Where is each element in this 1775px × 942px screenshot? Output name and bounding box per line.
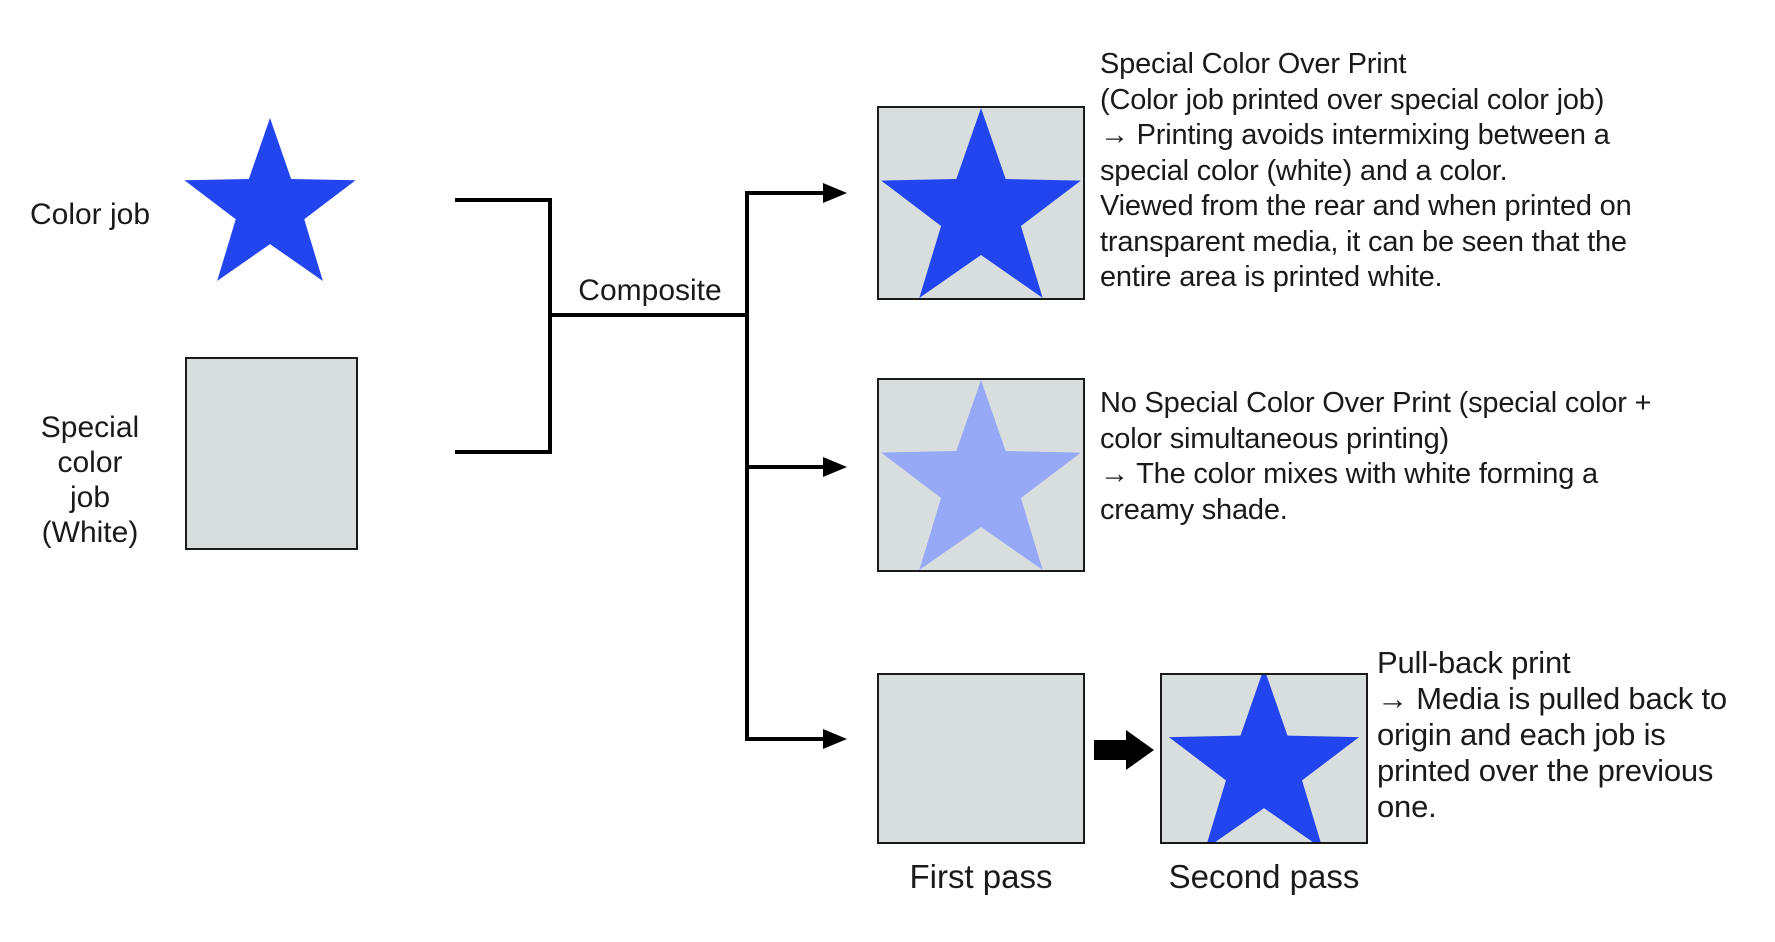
composite-line bbox=[550, 313, 747, 317]
pull-back-arrowhead-icon bbox=[1126, 730, 1154, 770]
branch-arrowhead-2-icon bbox=[823, 457, 847, 477]
second-pass-box bbox=[1160, 673, 1368, 844]
branch-line-3 bbox=[749, 737, 823, 741]
color-job-star-icon bbox=[184, 118, 356, 281]
pull-back-arrow-icon bbox=[1094, 740, 1126, 760]
color-job-label: Color job bbox=[29, 198, 151, 231]
second-pass-label: Second pass bbox=[1168, 858, 1360, 895]
scop-result-box bbox=[877, 106, 1085, 300]
branch-arrowhead-3-icon bbox=[823, 729, 847, 749]
no-scop-result-box bbox=[877, 378, 1085, 572]
mixed-color-star-icon bbox=[881, 380, 1081, 570]
no-scop-description: No Special Color Over Print (special col… bbox=[1100, 387, 1652, 526]
branch-line-2 bbox=[749, 465, 823, 469]
scop-result-star-icon bbox=[881, 108, 1081, 298]
connector-line-special-color-job bbox=[455, 450, 550, 454]
composite-label: Composite bbox=[578, 274, 722, 307]
first-pass-label: First pass bbox=[909, 858, 1053, 895]
bracket-line bbox=[548, 198, 552, 454]
branch-arrowhead-1-icon bbox=[823, 183, 847, 203]
branch-line-1 bbox=[745, 191, 823, 195]
trunk-line bbox=[745, 191, 749, 741]
pull-back-description: Pull-back print → Media is pulled back t… bbox=[1377, 645, 1727, 824]
first-pass-box bbox=[877, 673, 1085, 844]
second-pass-star-icon bbox=[1168, 675, 1360, 842]
connector-line-color-job bbox=[455, 198, 550, 202]
scop-description: Special Color Over Print (Color job prin… bbox=[1100, 48, 1632, 293]
special-color-job-label: Special color job (White) bbox=[40, 411, 140, 549]
special-color-job-swatch bbox=[185, 357, 358, 550]
